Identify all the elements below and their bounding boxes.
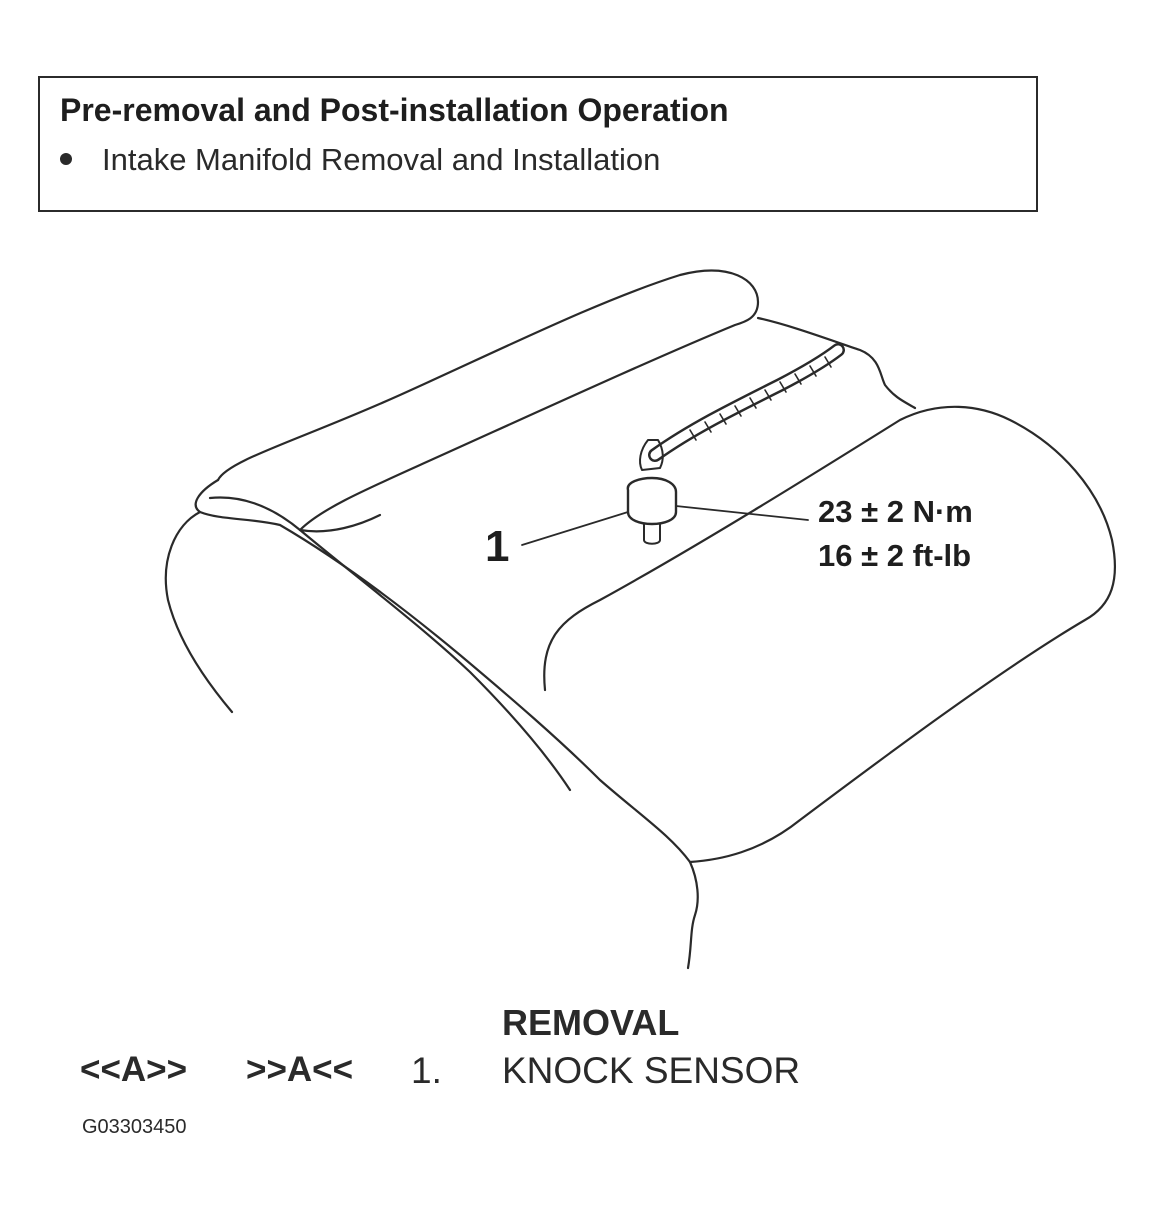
engine-right-bank-outline: [543, 405, 1116, 864]
sensor-harness-inner: [650, 345, 843, 460]
pre-removal-item: Intake Manifold Removal and Installation: [60, 142, 660, 178]
step-number: 1.: [411, 1050, 442, 1091]
step-label: KNOCK SENSOR: [502, 1050, 801, 1091]
callout-number: 1: [485, 522, 510, 571]
callout-leader-line: [521, 511, 629, 546]
torque-metric: 23 ± 2 N·m: [818, 494, 973, 529]
figure-code: G03303450: [82, 1116, 187, 1138]
pre-removal-item-label: Intake Manifold Removal and Installation: [102, 142, 661, 177]
knock-sensor-body: [626, 476, 678, 526]
engine-front-surface: [194, 478, 692, 864]
engine-front-edge-inner: [208, 496, 572, 792]
sensor-connector: [639, 439, 664, 471]
torque-imperial: 16 ± 2 ft-lb: [818, 538, 972, 573]
engine-left-edge: [164, 510, 234, 714]
engine-valley-line: [756, 316, 917, 410]
installation-ref: >>A<<: [246, 1050, 354, 1089]
removal-ref: <<A>>: [80, 1050, 188, 1089]
pre-removal-box: Pre-removal and Post-installation Operat…: [38, 76, 1038, 212]
engine-left-bank-edge: [298, 513, 382, 533]
bullet-icon: [60, 152, 72, 165]
removal-heading: REMOVAL: [502, 1002, 680, 1043]
torque-leader-line: [675, 505, 809, 521]
sensor-harness-ribs: [689, 356, 832, 441]
pre-removal-title: Pre-removal and Post-installation Operat…: [60, 92, 729, 128]
torque-spec: 23 ± 2 N·m 16 ± 2 ft-lb: [818, 490, 973, 578]
engine-left-bank-outline: [216, 269, 760, 532]
knock-sensor-stud: [643, 523, 661, 545]
engine-lower-line: [686, 860, 699, 970]
